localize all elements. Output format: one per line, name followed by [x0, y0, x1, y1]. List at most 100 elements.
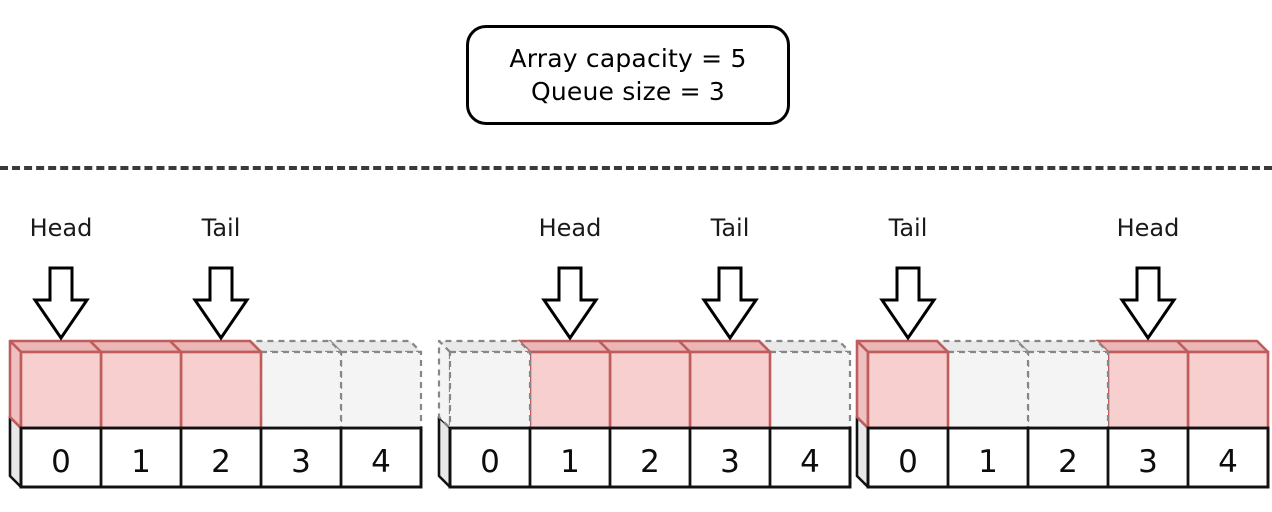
array-state-3-slot-row	[855, 339, 1270, 430]
cell-index-label: 3	[720, 444, 740, 480]
queue-slot-2-filled	[597, 339, 692, 430]
slot-front-face	[1026, 350, 1110, 430]
slot-top-face	[517, 339, 612, 354]
cell-index-label: 0	[51, 444, 71, 480]
pointer-tail: Tail	[879, 214, 937, 341]
slot-side-face	[437, 339, 452, 430]
slot-top-face	[8, 339, 103, 354]
caption-line-capacity: Array capacity = 5	[509, 44, 747, 73]
slot-top-face	[677, 339, 772, 354]
queue-slot-0-empty	[437, 339, 532, 430]
cell-index-label: 2	[211, 444, 231, 480]
slot-top-face	[88, 339, 183, 354]
array-state-2: 0 1 2 3 4 Head Tail	[437, 214, 862, 503]
pointer-label: Head	[30, 214, 93, 242]
array-state-2-index-row: 0 1 2 3 4	[448, 426, 852, 489]
slot-front-face	[179, 350, 263, 430]
slot-front-face	[1186, 350, 1270, 430]
section-divider	[0, 166, 1272, 170]
down-arrow-icon	[701, 266, 759, 341]
queue-slot-1-filled	[88, 339, 183, 430]
queue-slot-1-empty	[935, 339, 1030, 430]
base-outline-overlay	[19, 426, 423, 489]
slot-front-face	[1106, 350, 1190, 430]
base-outline-overlay	[866, 426, 1270, 489]
pointer-head: Head	[539, 214, 602, 341]
slot-top-face	[248, 339, 343, 354]
slot-top-face	[1015, 339, 1110, 354]
base-side-face	[437, 415, 452, 489]
queue-slot-4-empty	[328, 339, 423, 430]
slot-top-face	[437, 339, 532, 354]
slot-front-face	[448, 350, 532, 430]
slot-side-face	[8, 339, 23, 430]
array-state-1-slot-row	[8, 339, 423, 430]
queue-slot-4-empty	[757, 339, 852, 430]
down-arrow-icon	[1119, 266, 1177, 341]
pointer-label: Head	[1117, 214, 1180, 242]
slot-front-face	[768, 350, 852, 430]
slot-front-face	[339, 350, 423, 430]
base-outline	[866, 426, 1270, 489]
array-state-1-index-row: 0 1 2 3 4	[19, 426, 423, 489]
cell-index-label: 0	[898, 444, 918, 480]
slot-front-face	[946, 350, 1030, 430]
pointer-label: Tail	[710, 214, 750, 242]
slot-front-face	[259, 350, 343, 430]
down-arrow-icon	[192, 266, 250, 341]
slot-top-face	[597, 339, 692, 354]
cell-index-label: 4	[800, 444, 820, 480]
pointer-tail: Tail	[701, 214, 759, 341]
slot-front-face	[528, 350, 612, 430]
queue-slot-4-filled	[1175, 339, 1270, 430]
queue-slot-1-filled	[517, 339, 612, 430]
queue-slot-3-filled	[1095, 339, 1190, 430]
array-state-2-slot-row	[437, 339, 852, 430]
slot-front-face	[608, 350, 692, 430]
slot-top-face	[1175, 339, 1270, 354]
pointer-label: Head	[539, 214, 602, 242]
slot-front-face	[99, 350, 183, 430]
slot-top-face	[935, 339, 1030, 354]
slot-top-face	[757, 339, 852, 354]
pointer-label: Tail	[888, 214, 928, 242]
slot-top-face	[168, 339, 263, 354]
slot-top-face	[1095, 339, 1190, 354]
cell-index-label: 1	[131, 444, 151, 480]
slot-top-face	[328, 339, 423, 354]
pointer-tail: Tail	[192, 214, 250, 341]
down-arrow-icon	[879, 266, 937, 341]
slot-front-face	[688, 350, 772, 430]
cell-index-label: 2	[640, 444, 660, 480]
array-state-1-canvas: 0 1 2 3 4 Head Tail	[8, 214, 423, 489]
slot-top-face	[855, 339, 950, 354]
cell-index-label: 1	[560, 444, 580, 480]
caption-box: Array capacity = 5 Queue size = 3	[466, 25, 790, 125]
pointer-label: Tail	[201, 214, 241, 242]
cell-index-label: 3	[291, 444, 311, 480]
cell-index-label: 3	[1138, 444, 1158, 480]
down-arrow-icon	[32, 266, 90, 341]
cell-index-label: 0	[480, 444, 500, 480]
cell-index-label: 1	[978, 444, 998, 480]
queue-slot-3-empty	[248, 339, 343, 430]
queue-slot-2-filled	[168, 339, 263, 430]
queue-slot-3-filled	[677, 339, 772, 430]
slot-side-face	[855, 339, 870, 430]
cell-index-label: 4	[371, 444, 391, 480]
queue-slot-0-filled	[855, 339, 950, 430]
down-arrow-icon	[541, 266, 599, 341]
queue-slot-2-empty	[1015, 339, 1110, 430]
cell-index-label: 4	[1218, 444, 1238, 480]
caption-line-size: Queue size = 3	[530, 77, 726, 106]
queue-slot-0-filled	[8, 339, 103, 430]
base-outline-overlay	[448, 426, 852, 489]
slot-front-face	[866, 350, 950, 430]
pointer-head: Head	[1117, 214, 1180, 341]
pointer-head: Head	[30, 214, 93, 341]
array-state-2-canvas: 0 1 2 3 4 Head Tail	[437, 214, 852, 489]
slot-front-face	[19, 350, 103, 430]
